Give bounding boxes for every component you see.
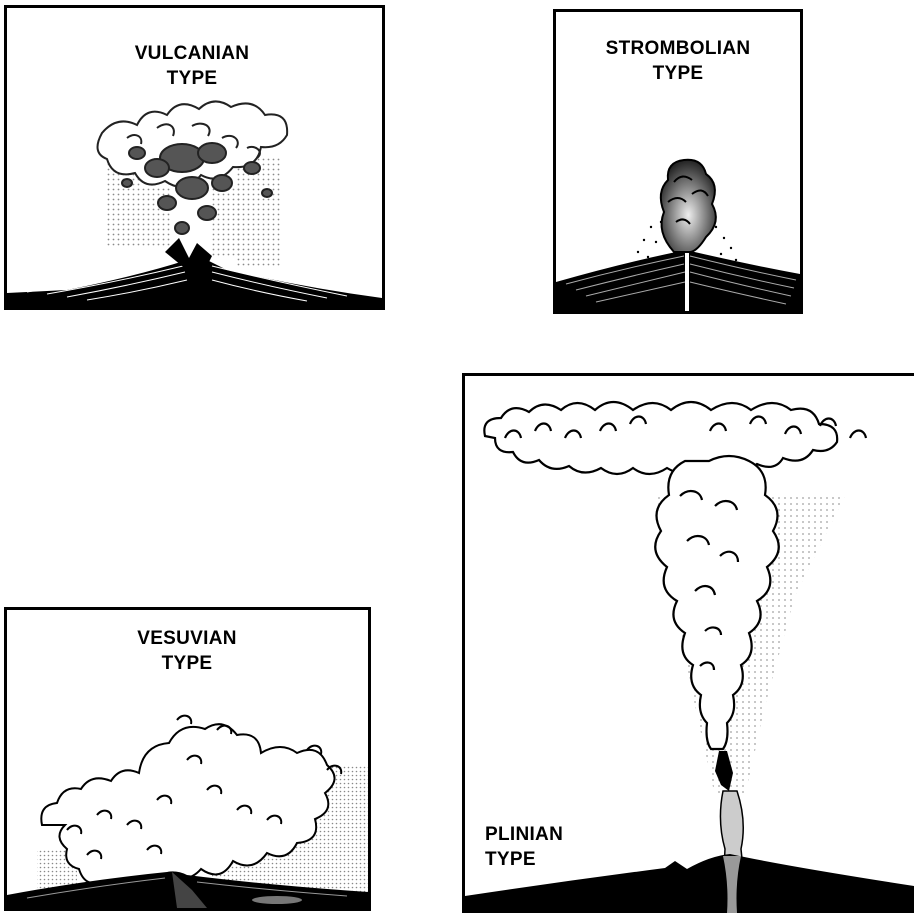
vesuvian-title: VESUVIAN TYPE [92,626,282,676]
vulcanian-title: VULCANIAN TYPE [97,41,287,91]
umbrella-cloud [484,402,866,474]
plinian-panel: PLINIAN TYPE [462,373,914,913]
vulcanian-panel: VULCANIAN TYPE [4,5,385,310]
vesuvian-panel: VESUVIAN TYPE [4,607,371,911]
plinian-title: PLINIAN TYPE [485,822,625,872]
volcano-cone [556,250,800,311]
strombolian-panel: STROMBOLIAN TYPE [553,9,803,314]
strombolian-title: STROMBOLIAN TYPE [576,36,780,86]
volcano-cone [7,238,382,307]
eruption-plume [661,160,716,252]
